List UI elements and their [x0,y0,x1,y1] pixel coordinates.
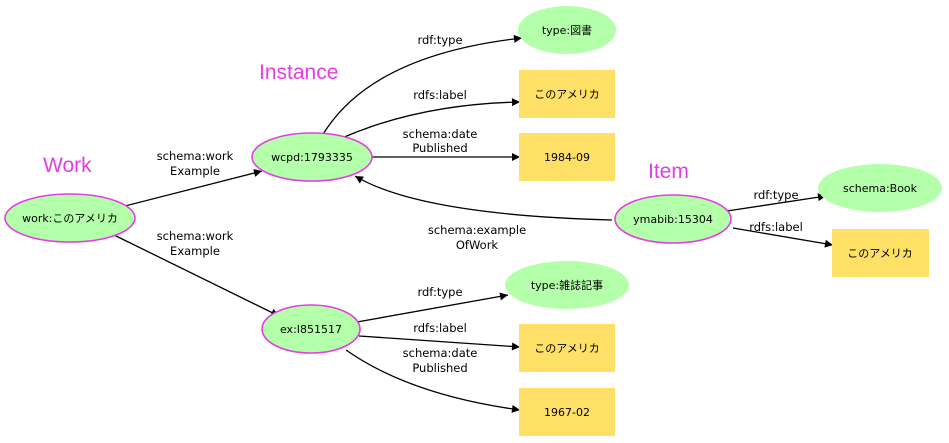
edge-label-work-example-1a: schema:work [157,149,234,163]
node-type-tosho[interactable]: type:図書 [518,6,616,54]
node-work-label: work:このアメリカ [22,212,118,225]
edge-label-rdf-type-1: rdf:type [417,33,462,47]
node-ex-label: ex:I851517 [280,323,342,336]
node-ex[interactable]: ex:I851517 [261,304,361,354]
edge-label-rdfs-label-2: rdfs:label [413,321,467,335]
node-type-tosho-label: type:図書 [542,23,592,37]
edge-label-rdfs-label-1: rdfs:label [413,88,467,102]
edge-ex-rdf-type [356,292,509,323]
edge-label-date-1a: schema:date [403,127,478,141]
node-type-zasshi-label: type:雑誌記事 [531,278,603,292]
node-work[interactable]: work:このアメリカ [4,193,136,243]
edge-label-work-example-1b: Example [170,164,220,178]
literal-label-ex[interactable]: このアメリカ [519,324,615,372]
literal-date-wcpd-text: 1984-09 [544,151,590,164]
literal-date-wcpd[interactable]: 1984-09 [519,133,615,181]
edge-label-date-2b: Published [412,361,467,375]
edge-ex-date [345,349,521,413]
literal-label-ymabib-text: このアメリカ [847,247,912,260]
edge-label-date-1b: Published [412,141,467,155]
literal-label-wcpd-text: このアメリカ [534,88,599,101]
edge-label-rdfs-label-3: rdfs:label [749,220,803,234]
edge-label-rdf-type-2: rdf:type [417,285,462,299]
group-label-item: Item [648,160,689,183]
literal-label-ymabib[interactable]: このアメリカ [832,229,929,277]
edge-label-work-example-2b: Example [170,244,220,258]
edge-ymabib-rdfs-label [732,227,834,248]
node-type-zasshi[interactable]: type:雑誌記事 [505,261,629,309]
node-wcpd[interactable]: wcpd:1793335 [251,132,373,182]
group-label-work: Work [43,154,92,177]
node-schema-book[interactable]: schema:Book [818,164,942,212]
edge-wcpd-rdf-type [321,34,523,137]
literal-date-ex[interactable]: 1967-02 [519,388,615,436]
edge-work-to-wcpd [124,169,263,207]
node-ymabib[interactable]: ymabib:15304 [614,194,732,244]
edge-ymabib-rdf-type [726,193,827,212]
node-wcpd-label: wcpd:1793335 [271,151,353,164]
literal-label-wcpd[interactable]: このアメリカ [519,70,615,118]
group-label-instance: Instance [259,61,338,84]
literal-date-ex-text: 1967-02 [544,406,590,419]
literal-label-ex-text: このアメリカ [534,342,599,355]
edge-label-example-of-work-b: OfWork [456,238,499,252]
edge-work-to-ex [111,233,280,317]
edge-ex-rdfs-label [358,335,521,351]
node-schema-book-label: schema:Book [843,182,918,195]
edge-label-date-2a: schema:date [403,346,478,360]
edge-ymabib-to-wcpd [354,175,613,221]
edge-label-work-example-2a: schema:work [157,229,234,243]
edge-label-rdf-type-3: rdf:type [753,188,798,202]
edge-label-example-of-work-a: schema:example [428,223,526,237]
edge-wcpd-rdfs-label [341,98,521,139]
node-ymabib-label: ymabib:15304 [633,213,713,226]
